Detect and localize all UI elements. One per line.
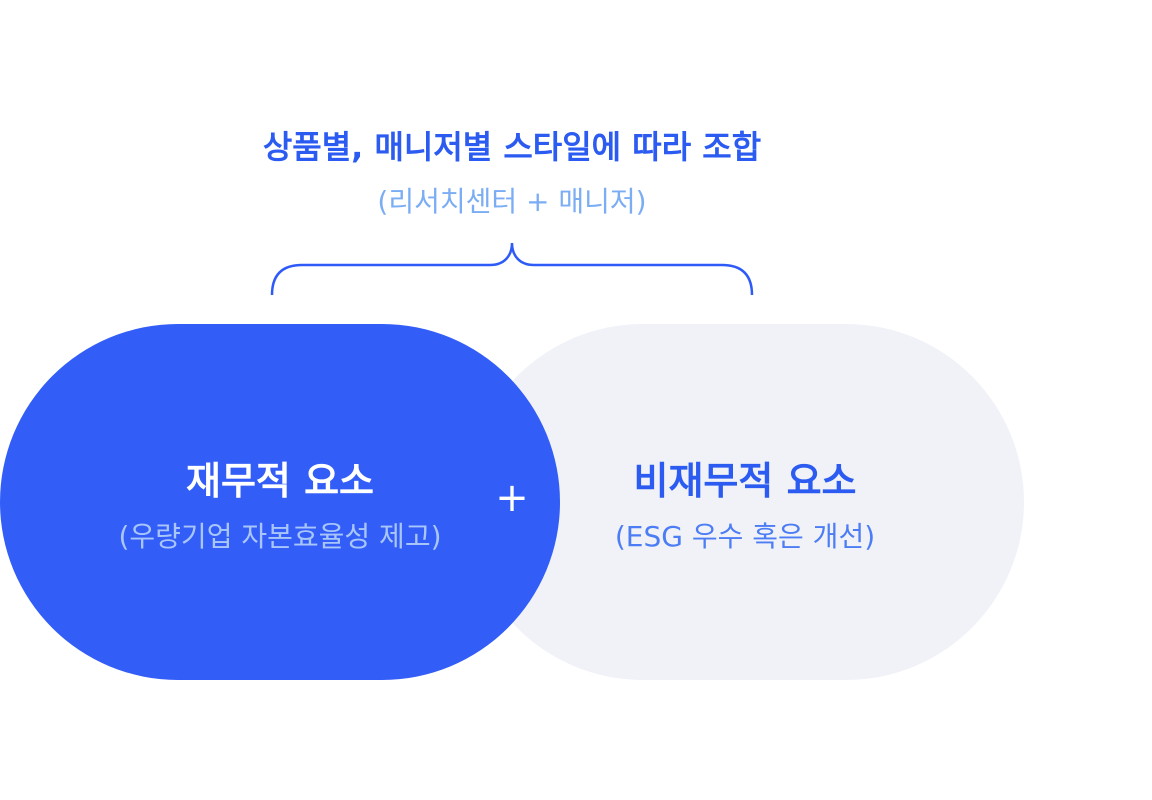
combination-subtitle: (리서치센터 + 매니저) [377, 185, 647, 218]
financial-pill [0, 324, 560, 680]
financial-factor-subtitle: (우량기업 자본효율성 제고) [118, 520, 442, 553]
financial-factor-title: 재무적 요소 [185, 459, 375, 503]
non-financial-factor-subtitle: (ESG 우수 혹은 개선) [614, 520, 876, 553]
non-financial-factor-title: 비재무적 요소 [633, 459, 857, 503]
curly-brace [270, 242, 754, 296]
combination-title: 상품별, 매니저별 스타일에 따라 조합 [262, 128, 762, 166]
plus-icon: + [495, 475, 529, 521]
non-financial-pill [465, 324, 1024, 680]
